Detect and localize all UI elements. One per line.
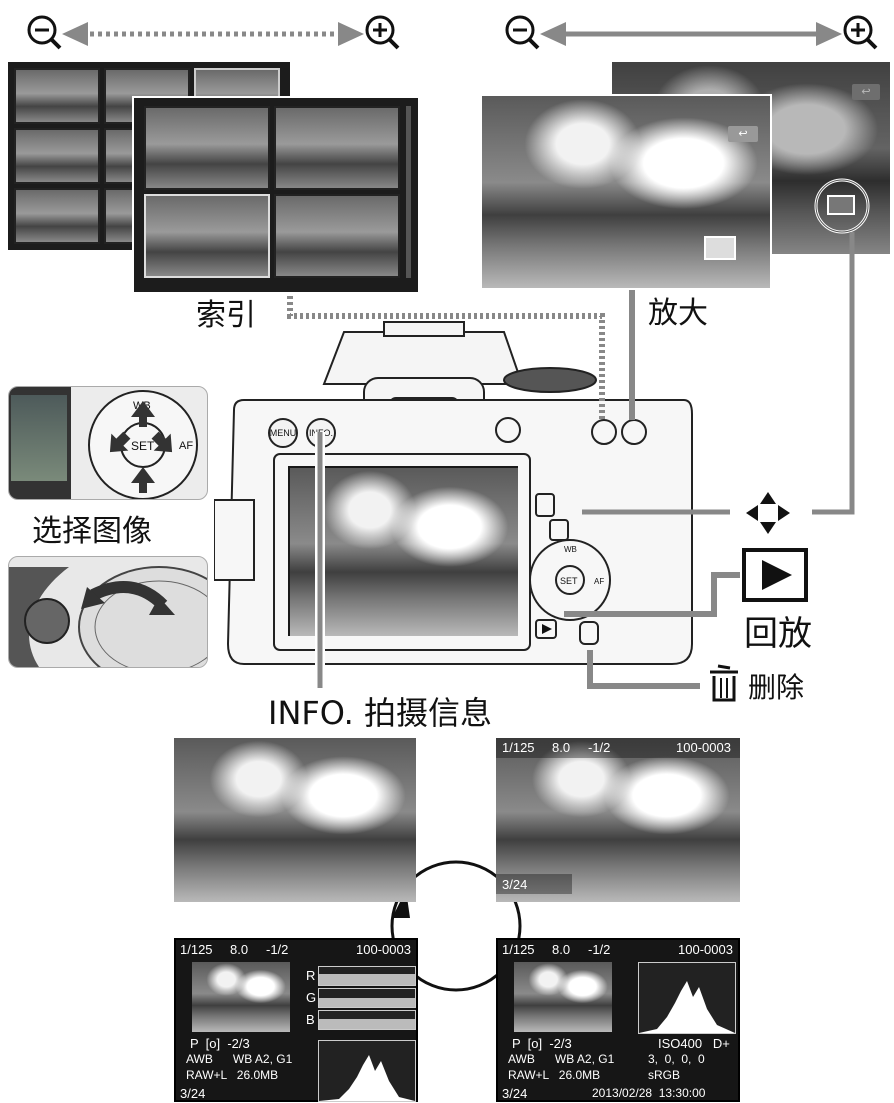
full-datetime: 2013/02/28 13:30:00 (592, 1086, 706, 1100)
display-basic-info: 1/125 8.0 -1/2 100-0003 3/24 (496, 738, 740, 902)
svg-text:WB: WB (564, 545, 577, 554)
svg-text:AF: AF (179, 440, 193, 452)
hist-b-label: B (306, 1012, 315, 1027)
basic-exposure-comp: -1/2 (588, 740, 611, 755)
full-wb-line: AWB WB A2, G1 (508, 1052, 615, 1066)
magnify-label: 放大 (648, 296, 708, 331)
zoom-in-icon (843, 15, 878, 50)
svg-text:AF: AF (594, 577, 604, 586)
display-full-info: 1/125 8.0 -1/2 100-0003 P [o] -2/3 ISO40… (496, 938, 740, 1102)
full-quality-line: RAW+L 26.0MB (508, 1068, 601, 1082)
basic-aperture: 8.0 (552, 740, 571, 755)
main-dial-inset (8, 556, 208, 668)
camera-lcd-photo (290, 468, 518, 636)
magnify-position-callout (814, 178, 870, 234)
index-zoom-arrow (27, 15, 400, 50)
full-picture-style: 3, 0, 0, 0 (648, 1052, 705, 1066)
zoom-in-icon (365, 15, 400, 50)
full-iso: ISO400 D+ (658, 1036, 730, 1051)
hist-mode-line: P [o] -2/3 (190, 1036, 250, 1051)
hist-g (318, 988, 416, 1008)
hist-r-label: R (306, 968, 316, 983)
basic-file-number: 100-0003 (676, 740, 731, 755)
hist-file-number: 100-0003 (356, 942, 411, 957)
return-icon: ↩ (852, 84, 880, 100)
return-icon: ↩ (728, 126, 758, 142)
magnified-photo-front: ↩ (480, 94, 772, 290)
full-color-space: sRGB (648, 1068, 681, 1082)
magnify-zoom-arrow (505, 15, 878, 50)
full-file-number: 100-0003 (678, 942, 733, 957)
full-histogram (638, 962, 736, 1034)
set-key-label: SET (131, 439, 155, 453)
trash-icon (710, 664, 738, 702)
basic-shutter: 1/125 (502, 740, 535, 755)
hist-exposure-comp: -1/2 (266, 942, 289, 957)
camera-set-label: SET (560, 576, 578, 586)
cross-keys-inset: SET WB AF (8, 386, 208, 500)
hist-b (318, 1010, 416, 1030)
zoom-out-icon (505, 15, 540, 50)
full-mode-line: P [o] -2/3 (512, 1036, 572, 1051)
zoom-out-icon (27, 15, 62, 50)
hist-shutter: 1/125 (180, 942, 213, 957)
playback-icon (742, 548, 808, 602)
hist-frame-count: 3/24 (180, 1086, 206, 1101)
magnify-position-frame (704, 236, 736, 260)
select-image-label: 选择图像 (32, 514, 152, 549)
cross-keys-icon (746, 492, 790, 534)
hist-quality-line: RAW+L 26.0MB (186, 1068, 279, 1082)
hist-luminance (318, 1040, 416, 1102)
hist-wb-line: AWB WB A2, G1 (186, 1052, 293, 1066)
menu-button[interactable]: MENU (268, 418, 298, 448)
full-exposure-comp: -1/2 (588, 942, 611, 957)
full-aperture: 8.0 (552, 942, 571, 957)
info-label: INFO. 拍摄信息 (268, 694, 493, 732)
display-histogram-rgb: 1/125 8.0 -1/2 100-0003 P [o] -2/3 AWB W… (174, 938, 418, 1102)
playback-label: 回放 (744, 614, 812, 654)
hist-g-label: G (306, 990, 317, 1005)
display-no-info (174, 738, 416, 902)
erase-label: 删除 (748, 671, 805, 704)
hist-r (318, 966, 416, 986)
index-label: 索引 (196, 298, 256, 333)
full-shutter: 1/125 (502, 942, 535, 957)
hist-aperture: 8.0 (230, 942, 249, 957)
full-frame-count: 3/24 (502, 1086, 528, 1101)
basic-frame-count: 3/24 (502, 877, 528, 892)
index-grid-4 (132, 96, 420, 294)
